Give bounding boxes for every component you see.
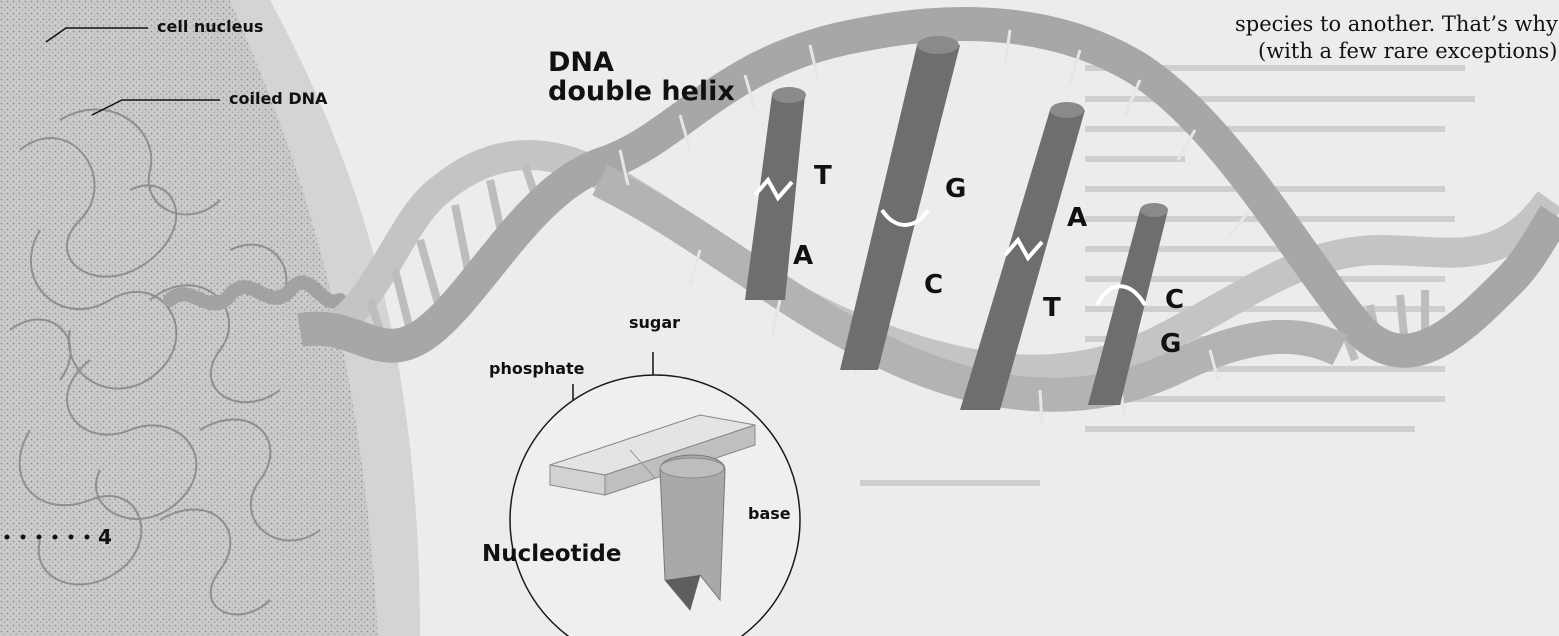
nucleotide-label: Nucleotide (482, 543, 621, 566)
body-text-line1: species to another. That’s why (1235, 11, 1558, 38)
base-label: base (748, 506, 791, 522)
base-letter-t2: T (1043, 295, 1061, 321)
background-faint-text (860, 65, 1475, 486)
base-letter-c2: C (1165, 287, 1184, 313)
base-letter-g2: G (1160, 331, 1181, 357)
base-letter-g1: G (945, 176, 966, 202)
cell-nucleus-label: cell nucleus (157, 19, 263, 35)
base-letter-t1: T (814, 163, 832, 189)
coiled-dna-label: coiled DNA (229, 91, 327, 107)
base-letter-a2: A (1067, 205, 1087, 231)
base-letter-a1: A (793, 243, 813, 269)
chromosome-marker-label: 4 (98, 527, 112, 547)
base-letter-c1: C (924, 272, 943, 298)
dna-title-line1: DNA (548, 48, 614, 77)
body-text-line2: (with a few rare exceptions) (1258, 38, 1557, 65)
phosphate-label: phosphate (489, 361, 585, 377)
dna-title-line2: double helix (548, 77, 735, 106)
sugar-label: sugar (629, 315, 680, 331)
